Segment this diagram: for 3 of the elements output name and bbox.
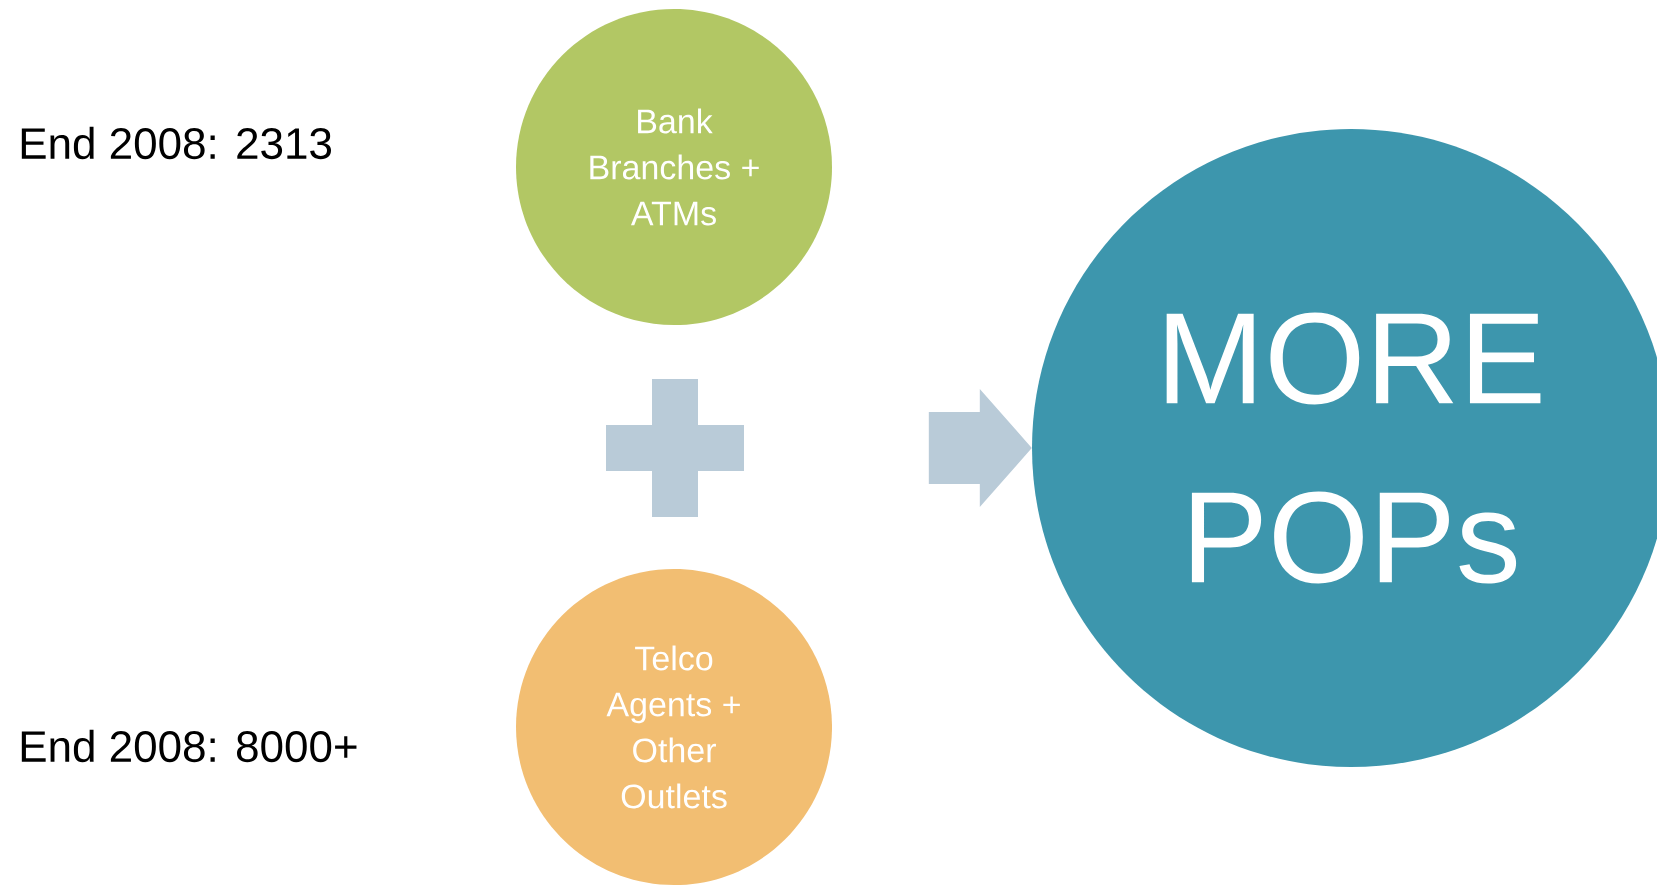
count-label: End 2008: 8000+	[21, 729, 357, 763]
block-arrow	[928, 389, 1032, 507]
count-label: End 2008: 2313	[21, 126, 331, 160]
